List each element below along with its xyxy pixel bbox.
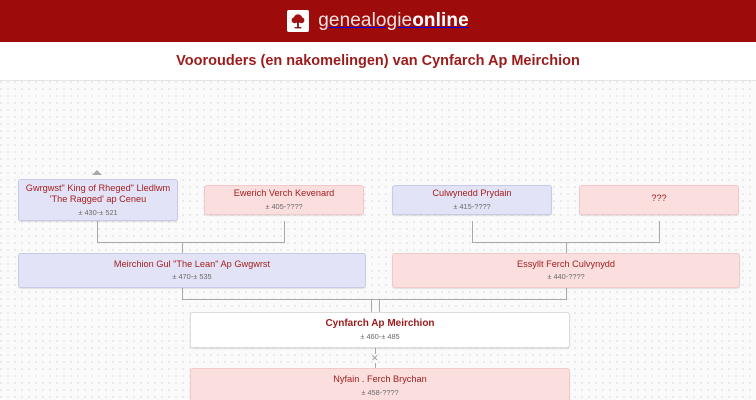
person-name: Nyfain . Ferch Brychan <box>333 374 427 385</box>
person-name: Culwynedd Prydain <box>432 188 512 199</box>
person-node-nyfain[interactable]: Nyfain . Ferch Brychan ± 458-???? <box>190 368 570 400</box>
person-name: Gwrgwst" King of Rheged" Lledlwm 'The Ra… <box>25 182 171 205</box>
page-title: Voorouders (en nakomelingen) van Cynfarc… <box>176 53 580 69</box>
person-node-meirchion[interactable]: Meirchion Gul "The Lean" Ap Gwgwrst ± 47… <box>18 253 366 288</box>
person-name: Meirchion Gul "The Lean" Ap Gwgwrst <box>113 258 271 269</box>
connector-line <box>97 242 285 243</box>
brand-wordmark: genealogieonline <box>318 10 469 32</box>
person-dates: ± 440-???? <box>547 272 585 282</box>
connector-line <box>182 287 183 300</box>
person-dates: ± 405-???? <box>265 201 303 211</box>
connector-line <box>97 221 98 243</box>
person-name: Essyllt Ferch Culvynydd <box>516 258 616 269</box>
connector-line <box>472 221 473 243</box>
person-dates: ± 470-± 535 <box>172 272 212 282</box>
person-dates: ± 415-???? <box>453 201 491 211</box>
brand-logo-link[interactable]: genealogieonline <box>287 10 469 32</box>
connector-line <box>182 299 567 300</box>
connector-line <box>284 221 285 243</box>
person-dates: ± 460-± 485 <box>360 331 400 341</box>
expand-up-arrow-icon[interactable] <box>92 170 102 175</box>
marriage-symbol: ✕ <box>371 353 379 363</box>
person-name: Cynfarch Ap Meirchion <box>325 318 435 330</box>
connector-line <box>566 287 567 300</box>
person-node-essyllt[interactable]: Essyllt Ferch Culvynydd ± 440-???? <box>392 253 740 288</box>
person-dates: ± 430-± 521 <box>78 207 118 217</box>
person-node-cynfarch[interactable]: Cynfarch Ap Meirchion ± 460-± 485 <box>190 312 570 348</box>
brand-name-light: genealogie <box>318 10 413 31</box>
person-name: ??? <box>651 193 667 204</box>
brand-name-bold: online <box>412 10 469 31</box>
family-tree-canvas[interactable]: ✕ Gwrgwst" King of Rheged" Lledlwm 'The … <box>0 81 756 400</box>
person-node-gwrgwst[interactable]: Gwrgwst" King of Rheged" Lledlwm 'The Ra… <box>18 179 178 221</box>
tree-icon <box>287 10 310 32</box>
person-node-unknown[interactable]: ??? <box>579 185 739 215</box>
title-bar: Voorouders (en nakomelingen) van Cynfarc… <box>0 42 756 81</box>
connector-line <box>566 242 567 254</box>
person-dates: ± 458-???? <box>361 387 399 397</box>
connector-line <box>375 363 376 368</box>
person-node-culwynedd[interactable]: Culwynedd Prydain ± 415-???? <box>392 185 552 215</box>
connector-line <box>379 299 380 312</box>
brand-bar: genealogieonline <box>0 0 756 42</box>
connector-line <box>659 221 660 243</box>
person-name: Ewerich Verch Kevenard <box>233 188 335 199</box>
connector-line <box>371 299 372 312</box>
person-node-ewerich[interactable]: Ewerich Verch Kevenard ± 405-???? <box>204 185 364 215</box>
connector-line <box>375 348 376 354</box>
connector-line <box>182 242 183 254</box>
